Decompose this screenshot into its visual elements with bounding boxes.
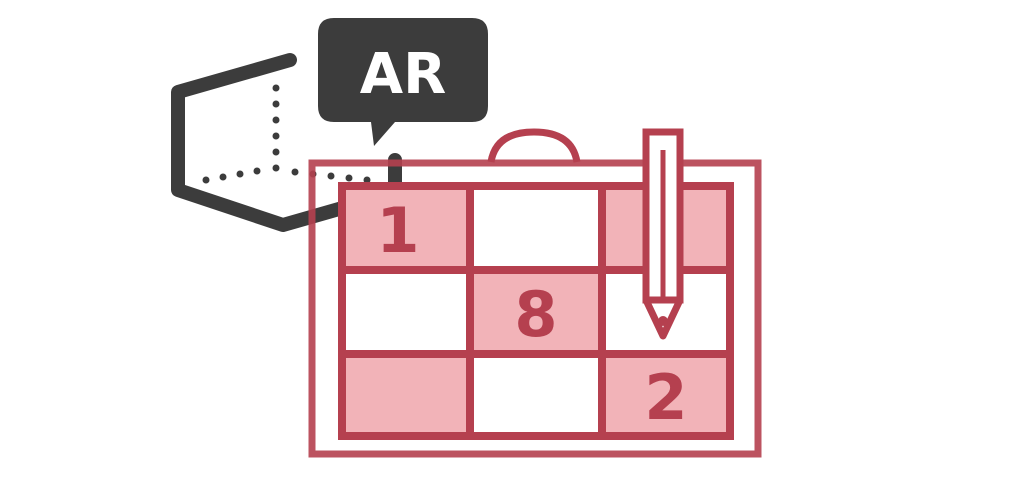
ar-badge: AR <box>318 18 488 146</box>
grid-cell-number: 8 <box>514 278 557 351</box>
grid-cell-number: 1 <box>376 194 419 267</box>
grid-cell <box>602 354 730 436</box>
grid-cell <box>470 270 602 354</box>
grid-numbers: 1 8 2 <box>376 194 687 434</box>
grid-cell <box>342 186 470 270</box>
grid-cell <box>342 270 470 354</box>
grid-cell-number: 2 <box>644 361 687 434</box>
grid-cell <box>342 354 470 436</box>
ar-badge-label: AR <box>360 42 446 107</box>
grid-cell <box>470 186 602 270</box>
pencil-icon <box>642 128 684 340</box>
clipboard-frame <box>308 128 762 458</box>
grid-cell <box>470 354 602 436</box>
